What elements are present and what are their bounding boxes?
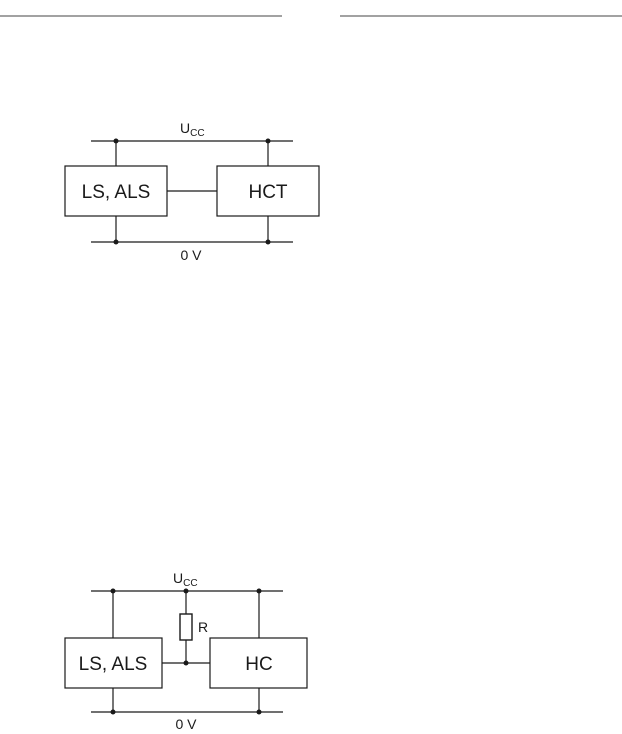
- circuit-1-block-hct: [216, 165, 320, 217]
- circuit-1-junction-dot: [113, 138, 119, 144]
- circuit-2-junction-dot: [183, 660, 189, 666]
- circuit-2-junction-dot: [256, 588, 262, 594]
- circuit-2-block-ls-als: [64, 637, 163, 689]
- circuit-2-ground-label: 0 V: [175, 716, 197, 732]
- circuit-1-block-left-label: LS, ALS: [82, 182, 151, 203]
- circuit-1-junction-dot: [113, 239, 119, 245]
- circuit-2-junction-dot: [110, 588, 116, 594]
- circuit-1: LS, ALS HCT UCC 0 V: [64, 120, 320, 263]
- circuit-1-block-right-label: HCT: [248, 182, 287, 203]
- circuit-2-junction-dot: [110, 709, 116, 715]
- circuit-1-supply-label: UCC: [180, 120, 205, 139]
- circuit-2-junction-dot: [183, 588, 189, 594]
- circuit-1-ground-label: 0 V: [180, 247, 202, 263]
- circuit-2-resistor-label: R: [198, 619, 208, 635]
- circuit-2-block-right-label: HC: [245, 654, 272, 675]
- circuit-2-block-left-label: LS, ALS: [79, 654, 148, 675]
- circuit-2-resistor: [179, 613, 193, 641]
- circuit-2-supply-label: UCC: [173, 570, 198, 589]
- circuit-2-junction-dot: [256, 709, 262, 715]
- circuit-1-block-ls-als: [64, 165, 168, 217]
- circuit-1-junction-dot: [265, 138, 271, 144]
- circuit-2-block-hc: [209, 637, 308, 689]
- circuit-2: R LS, ALS HC UCC 0 V: [64, 570, 308, 732]
- circuit-1-junction-dot: [265, 239, 271, 245]
